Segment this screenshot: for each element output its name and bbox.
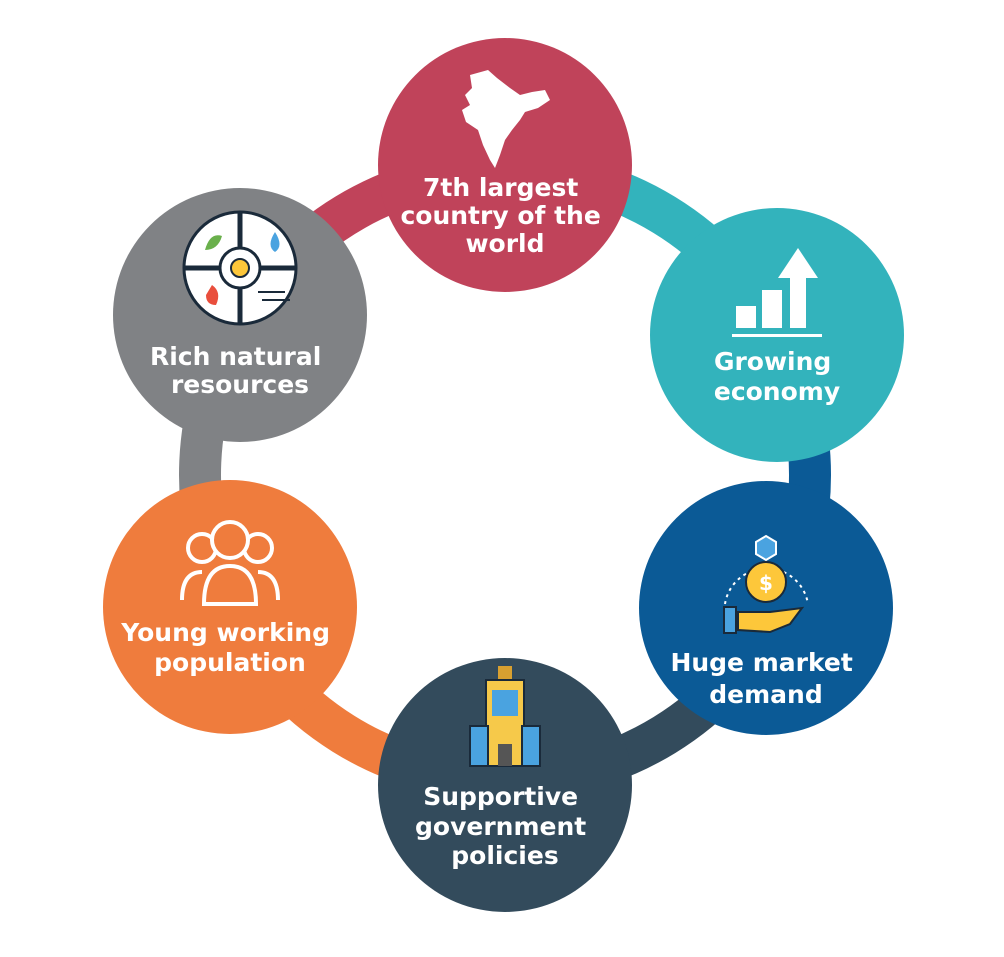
node-young-population: Young working population: [103, 480, 357, 734]
government-building-icon: [469, 666, 541, 767]
svg-text:$: $: [759, 571, 773, 595]
money-hand-icon: $: [723, 534, 809, 634]
node-label: Huge market demand: [670, 648, 861, 709]
node-label: Supportive government policies: [415, 782, 595, 870]
growth-chart-icon: [732, 248, 822, 337]
node-growing-economy: Growing economy: [650, 208, 904, 462]
node-natural-resources: Rich natural resources: [113, 188, 367, 442]
people-group-icon: [180, 520, 280, 606]
india-map-icon: [462, 70, 550, 168]
node-largest-country: 7th largest country of the world: [378, 38, 632, 292]
node-label: Young working population: [120, 618, 338, 677]
node-market-demand: $ Huge market demand: [639, 481, 893, 735]
node-label: 7th largest country of the world: [400, 173, 609, 258]
node-government-policies: Supportive government policies: [378, 658, 632, 912]
node-label: Growing economy: [714, 347, 840, 406]
natural-resources-icon: [182, 210, 298, 326]
node-label: Rich natural resources: [150, 342, 330, 399]
